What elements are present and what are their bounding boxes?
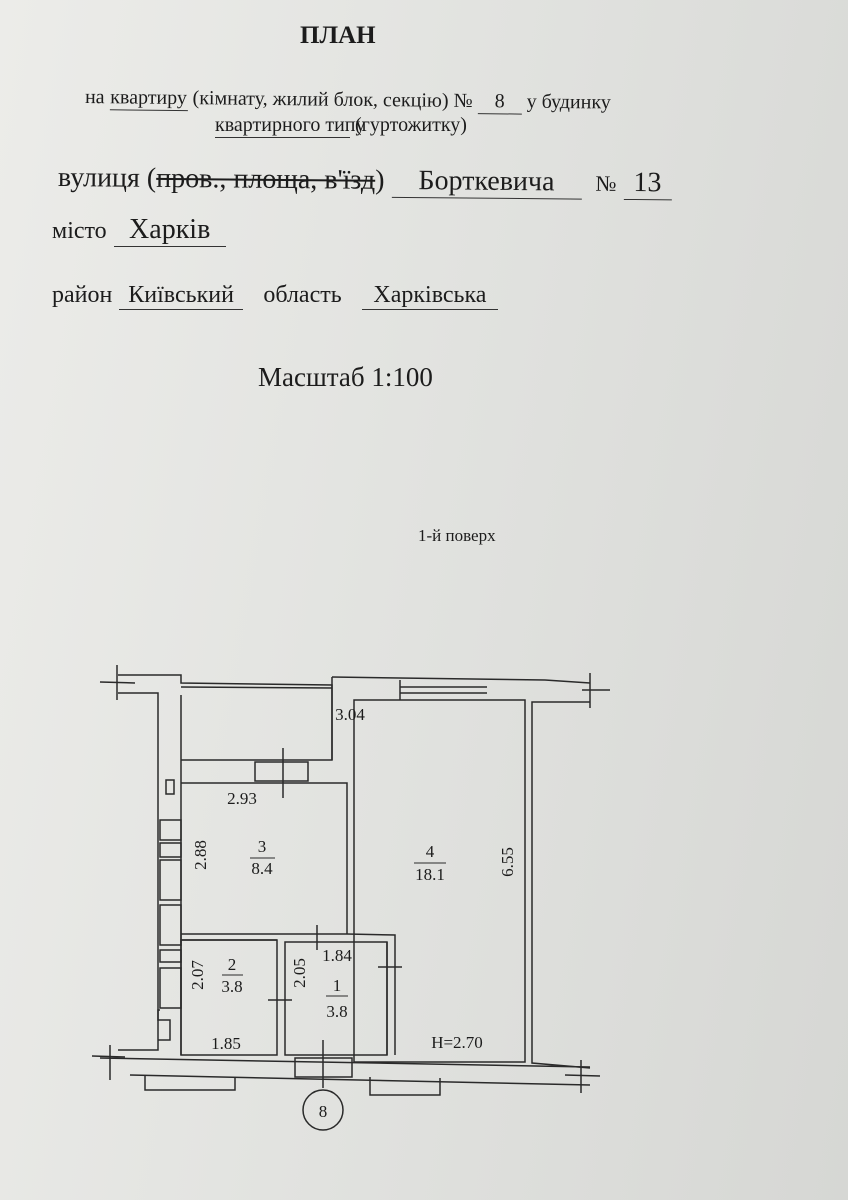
room3-area: 8.4: [251, 859, 273, 878]
building-type: квартирного типу: [215, 114, 366, 138]
room2-number: 2: [228, 955, 237, 974]
room3-number: 3: [258, 837, 267, 856]
building-type-alt: (гуртожитку): [355, 114, 467, 136]
room2-area: 3.8: [221, 977, 242, 996]
scale: Масштаб 1:100: [258, 362, 433, 392]
district-line: район Київський область Харківська: [52, 278, 498, 310]
city-value: Харків: [113, 214, 226, 247]
room4-width: 3.04: [335, 705, 365, 724]
axis-marks: [91, 665, 610, 1093]
region-label: область: [263, 282, 342, 308]
room3-width: 2.93: [227, 789, 257, 808]
document-title: ПЛАН: [300, 22, 376, 49]
apartment-marker-label: 8: [319, 1102, 328, 1121]
city-line: місто Харків: [52, 214, 226, 247]
ceiling-height: H=2.70: [431, 1033, 483, 1052]
room1-length: 2.05: [290, 958, 309, 988]
room4-length: 6.55: [498, 847, 517, 877]
floor-label: 1-й поверх: [418, 526, 496, 545]
room3-length: 2.88: [191, 840, 210, 870]
district-value: Київський: [119, 282, 244, 310]
room2-length: 2.07: [188, 960, 207, 990]
room4-area: 18.1: [415, 865, 445, 884]
region-value: Харківська: [361, 282, 498, 310]
city-label: місто: [52, 218, 107, 244]
room4-number: 4: [426, 842, 435, 861]
walls: [99, 674, 591, 1096]
room1-area: 3.8: [326, 1002, 347, 1021]
building-type-line: квартирного типу (гуртожитку): [215, 114, 467, 138]
room1-width: 1.84: [322, 946, 352, 965]
room1-number: 1: [333, 976, 342, 995]
room2-width: 1.85: [211, 1034, 241, 1053]
district-label: район: [52, 282, 113, 308]
apartment-marker-circle: [302, 1089, 344, 1131]
